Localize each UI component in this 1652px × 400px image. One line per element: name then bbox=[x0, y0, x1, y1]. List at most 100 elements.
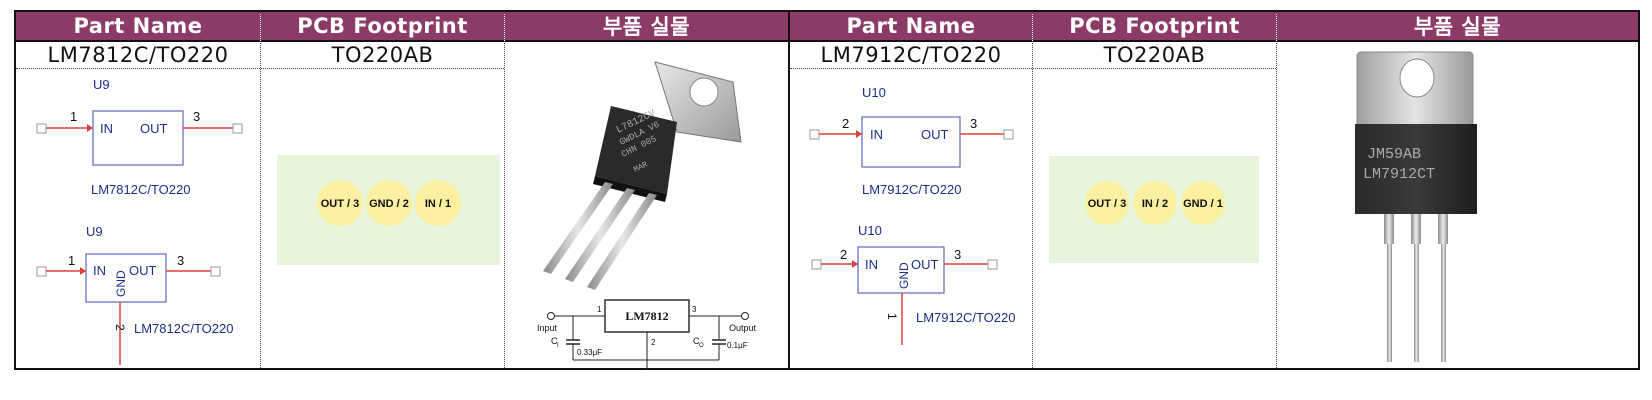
left-regulator-tab-hole bbox=[689, 77, 719, 107]
left-regulator-leg-1 bbox=[543, 182, 613, 274]
right-leg-3-upper bbox=[1438, 214, 1448, 244]
circuit-pin1: 1 bbox=[597, 305, 602, 314]
circuit-pin3: 3 bbox=[692, 305, 697, 314]
left-footprint-drawing: OUT / 3 GND / 2 IN / 1 bbox=[277, 155, 500, 265]
cout-value: 0.1μF bbox=[727, 341, 748, 350]
left-sym1-pin-out-number: 3 bbox=[193, 109, 200, 124]
left-schematic-symbols: U9 1 IN OUT 3 LM7812C/TO220 U9 1 IN bbox=[36, 77, 243, 365]
circuit-input-label: Input bbox=[537, 323, 558, 333]
left-sym1-value: LM7812C/TO220 bbox=[91, 182, 191, 197]
right-leg-2-upper bbox=[1411, 214, 1421, 244]
left-sym1-out-terminal bbox=[232, 123, 243, 134]
right-sym2-pin-gnd-number: 1 bbox=[885, 313, 899, 320]
right-schematic-cell: U10 2 IN OUT 3 LM7912C/TO220 U10 2 I bbox=[790, 69, 1032, 368]
circuit-ic-label: LM7812 bbox=[625, 309, 668, 323]
right-sym1-out-label: OUT bbox=[921, 127, 949, 142]
right-photo-column: 부품 실물 JM59AB bbox=[1276, 12, 1638, 368]
right-regulator-image: JM59AB LM7912CT bbox=[1355, 51, 1477, 362]
right-sym1-body bbox=[861, 116, 961, 168]
right-regulator-tab-hole bbox=[1399, 58, 1435, 98]
left-pad-3 bbox=[415, 180, 461, 226]
left-pad-3-label: IN / 1 bbox=[425, 198, 451, 210]
right-sym2-gnd-label: GND bbox=[897, 262, 911, 289]
header-pcb-footprint-right: PCB Footprint bbox=[1033, 12, 1276, 42]
cout-name: C bbox=[693, 336, 700, 346]
circuit-output-label: Output bbox=[729, 323, 757, 333]
left-sym2-out-label: OUT bbox=[129, 263, 157, 278]
left-application-circuit: LM7812 1 3 2 Input Output C I 0.33μF bbox=[537, 299, 757, 379]
cin-name: C bbox=[551, 336, 558, 346]
right-sym1-out-terminal bbox=[1003, 129, 1014, 140]
left-sym2-pin-out-number: 3 bbox=[177, 253, 184, 268]
left-sym2-pin-gnd-number: 2 bbox=[113, 324, 127, 331]
right-sym1-pin-out-number: 3 bbox=[970, 116, 977, 131]
circuit-output-terminal bbox=[741, 312, 749, 320]
left-sym1-ref: U9 bbox=[93, 77, 110, 92]
right-sym2-in-label: IN bbox=[865, 257, 878, 272]
header-pcb-footprint-left: PCB Footprint bbox=[261, 12, 504, 42]
right-sym1-pin-in-number: 2 bbox=[842, 116, 849, 131]
left-sym2-in-label: IN bbox=[93, 263, 106, 278]
left-regulator-image: L7812CV GWDLA V6 CHN 005 MAR LM7812 1 3 … bbox=[537, 61, 757, 379]
left-pad-2-label: GND / 2 bbox=[369, 198, 409, 210]
left-photo-column: 부품 실물 L7812CV GWDLA V6 bbox=[504, 12, 788, 379]
header-part-name-left: Part Name bbox=[16, 12, 260, 42]
component-table: Part Name LM7812C/TO220 U9 1 IN OUT 3 LM… bbox=[14, 10, 1640, 379]
left-footprint-cell: OUT / 3 GND / 2 IN / 1 bbox=[261, 69, 504, 368]
right-schematic-symbols: U10 2 IN OUT 3 LM7912C/TO220 U10 2 I bbox=[809, 85, 1016, 345]
right-sym2-out-terminal bbox=[987, 259, 998, 270]
left-sym2-in-arrow bbox=[80, 267, 86, 275]
right-sym2-body bbox=[857, 246, 945, 294]
right-part-name: LM7912C/TO220 bbox=[790, 42, 1032, 69]
left-sym1-in-terminal bbox=[36, 123, 47, 134]
right-sym1-ref: U10 bbox=[862, 85, 886, 100]
left-pad-2 bbox=[366, 180, 412, 226]
cin-value: 0.33μF bbox=[577, 348, 602, 357]
left-pad-1-label: OUT / 3 bbox=[321, 198, 360, 210]
left-regulator-body bbox=[595, 106, 677, 194]
right-sym1-in-arrow bbox=[856, 130, 862, 138]
right-leg-3-lower bbox=[1441, 244, 1446, 362]
right-sym2-in-terminal bbox=[811, 259, 822, 270]
left-sym1-in-label: IN bbox=[100, 121, 113, 136]
left-sym1-body bbox=[92, 110, 184, 166]
right-leg-2-lower bbox=[1414, 244, 1419, 362]
right-sym2-in-arrow bbox=[852, 260, 858, 268]
right-footprint-name: TO220AB bbox=[1033, 42, 1276, 69]
right-marking-1: JM59AB bbox=[1367, 146, 1421, 163]
right-pad-3 bbox=[1181, 181, 1225, 225]
left-part-name-column: Part Name LM7812C/TO220 U9 1 IN OUT 3 LM… bbox=[16, 12, 260, 368]
cout-sub: O bbox=[699, 343, 704, 349]
right-part-name-column: Part Name LM7912C/TO220 U10 2 IN OUT 3 L… bbox=[788, 12, 1032, 368]
left-pad-1 bbox=[317, 180, 363, 226]
left-sym2-out-terminal bbox=[210, 266, 221, 277]
right-sym1-in-terminal bbox=[809, 129, 820, 140]
header-photo-left: 부품 실물 bbox=[505, 12, 788, 42]
cin-sub: I bbox=[557, 343, 559, 349]
left-regulator-leg-2 bbox=[565, 188, 635, 282]
left-regulator-leg-3 bbox=[587, 193, 657, 290]
right-leg-1-upper bbox=[1384, 214, 1394, 244]
right-photo-cell: JM59AB LM7912CT bbox=[1277, 42, 1638, 368]
right-pad-3-label: GND / 1 bbox=[1183, 198, 1223, 210]
right-sym1-value: LM7912C/TO220 bbox=[862, 182, 962, 197]
right-pad-1-label: OUT / 3 bbox=[1088, 198, 1127, 210]
right-footprint-drawing: OUT / 3 IN / 2 GND / 1 bbox=[1049, 156, 1259, 263]
right-footprint-cell: OUT / 3 IN / 2 GND / 1 bbox=[1033, 69, 1276, 368]
left-sym2-gnd-label: GND bbox=[114, 270, 128, 297]
left-footprint-name: TO220AB bbox=[261, 42, 504, 69]
left-sym1-in-arrow bbox=[87, 124, 93, 132]
left-photo-cell: L7812CV GWDLA V6 CHN 005 MAR LM7812 1 3 … bbox=[505, 42, 788, 379]
right-sym2-ref: U10 bbox=[858, 223, 882, 238]
circuit-pin2: 2 bbox=[651, 338, 656, 347]
right-pad-2 bbox=[1133, 181, 1177, 225]
right-footprint-column: PCB Footprint TO220AB OUT / 3 IN / 2 GND… bbox=[1032, 12, 1276, 368]
right-pad-2-label: IN / 2 bbox=[1142, 198, 1168, 210]
right-sym2-value: LM7912C/TO220 bbox=[916, 310, 1016, 325]
left-schematic-cell: U9 1 IN OUT 3 LM7812C/TO220 U9 1 IN bbox=[16, 69, 260, 368]
circuit-input-terminal bbox=[547, 312, 555, 320]
left-sym2-in-terminal bbox=[36, 266, 47, 277]
left-sym2-ref: U9 bbox=[86, 224, 103, 239]
left-sym2-value: LM7812C/TO220 bbox=[134, 321, 234, 336]
left-footprint-column: PCB Footprint TO220AB OUT / 3 GND / 2 IN… bbox=[260, 12, 504, 368]
